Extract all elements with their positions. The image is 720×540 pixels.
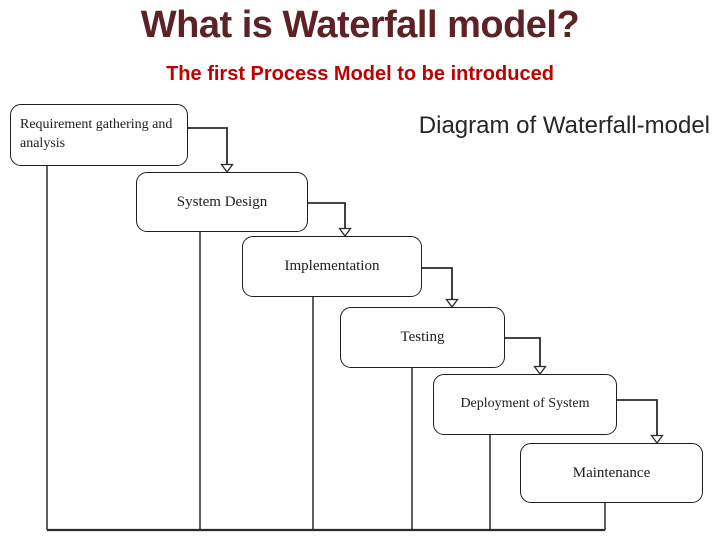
stage-box: Testing <box>340 307 505 368</box>
arrowhead-icon <box>533 365 547 376</box>
arrowhead-icon <box>650 434 664 445</box>
stage-box: System Design <box>136 172 308 232</box>
stage-box: Implementation <box>242 236 422 297</box>
stage-box: Deployment of System <box>433 374 617 435</box>
arrowhead-icon <box>338 227 352 238</box>
stage-box: Maintenance <box>520 443 703 503</box>
arrowhead-icon <box>220 163 234 174</box>
slide-subtitle: The first Process Model to be introduced <box>166 63 554 85</box>
stage-box: Requirement gathering and analysis <box>10 104 188 166</box>
diagram-caption: Diagram of Waterfall-model <box>418 112 710 139</box>
arrowhead-icon <box>445 298 459 309</box>
slide-title: What is Waterfall model? <box>140 4 580 46</box>
